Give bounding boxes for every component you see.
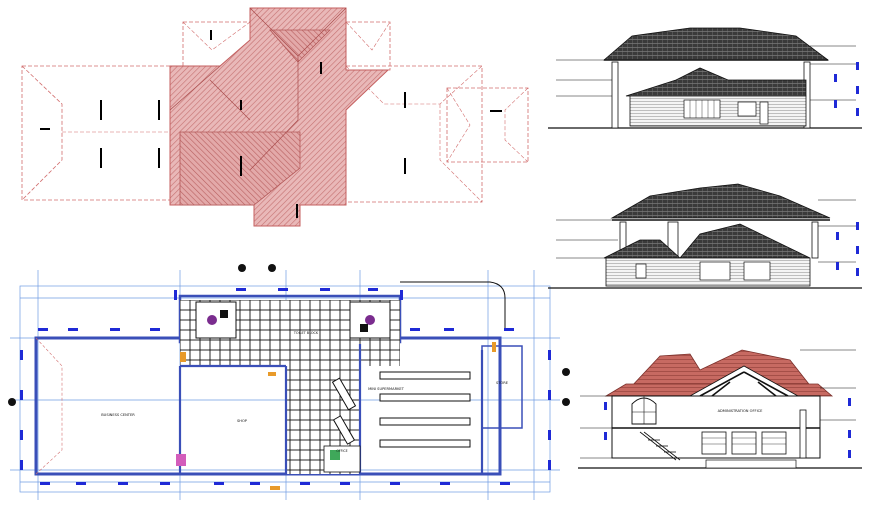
label-mini-supermarket: MINI SUPERMARKET [368, 387, 405, 391]
roof-left-wing [21, 65, 181, 201]
label-toilet-block: TOILET BLOCK [293, 331, 319, 335]
elevation-front [548, 27, 862, 129]
elevation-rear: ADMINISTRATION OFFICE [578, 349, 862, 469]
roof-left-wing-hips [21, 65, 63, 201]
label-office: OFFICE [336, 449, 347, 453]
label-business-center: BUSINESS CENTER [101, 413, 135, 417]
roof-plan [21, 7, 529, 227]
label-administration-office: ADMINISTRATION OFFICE [718, 409, 764, 413]
floor-plan: BUSINESS CENTER SHOP MINI SUPERMARKET ST… [8, 264, 570, 500]
elevation-side [548, 183, 862, 289]
label-shop: SHOP [237, 419, 248, 423]
label-store: STORE [496, 381, 509, 385]
